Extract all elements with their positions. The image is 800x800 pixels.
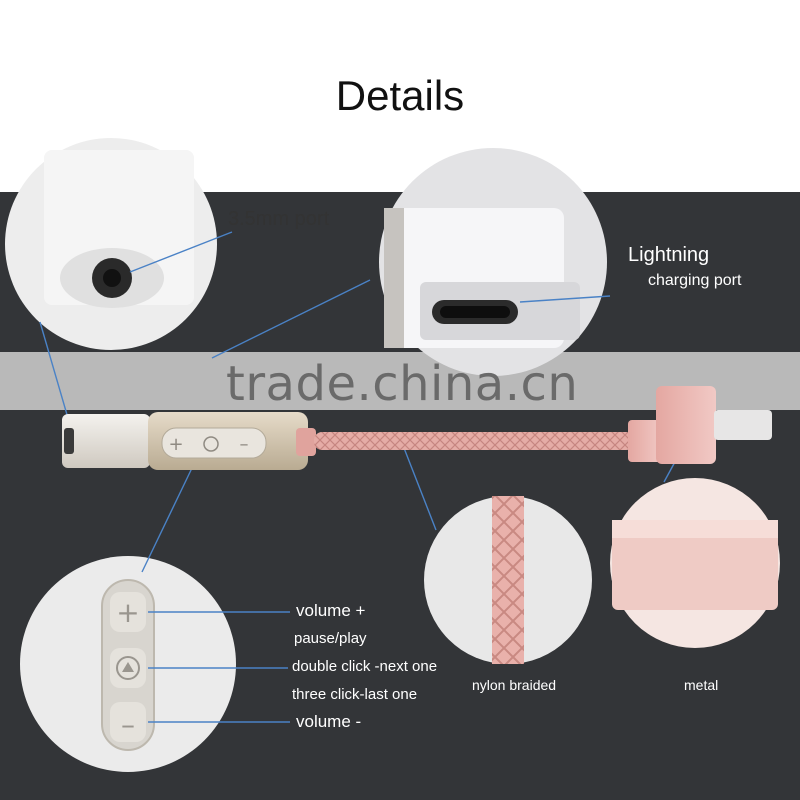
label-pause-play: pause/play xyxy=(294,630,367,647)
lightning-connector xyxy=(628,386,772,464)
page-title: Details xyxy=(335,72,465,119)
play-pause-icon xyxy=(116,656,140,680)
braided-cable xyxy=(314,432,634,450)
label-charging-port: charging port xyxy=(648,272,742,289)
leader-lines xyxy=(39,231,677,723)
buttons-detail-circle: + – xyxy=(20,556,236,772)
nylon-braid-detail-circle xyxy=(424,496,592,664)
label-double-click: double click -next one xyxy=(292,658,438,675)
label-lightning: Lightning xyxy=(628,244,710,266)
label-nylon-braided: nylon braided xyxy=(472,677,557,693)
label-volume-down: volume - xyxy=(296,712,362,731)
lightning-port-detail-circle xyxy=(379,148,607,376)
label-metal: metal xyxy=(684,677,719,693)
plus-icon: + xyxy=(116,596,139,629)
minus-icon: – xyxy=(121,708,135,741)
watermark-text: trade.china.cn xyxy=(226,356,579,412)
label-35mm-port: 3.5mm port xyxy=(228,208,330,230)
svg-text:–: – xyxy=(240,434,249,455)
adapter-product: + – xyxy=(62,412,316,470)
svg-text:+: + xyxy=(168,434,183,455)
metal-detail-circle xyxy=(610,478,780,648)
label-volume-up: volume + xyxy=(296,601,366,620)
label-three-click: three click-last one xyxy=(292,686,418,703)
port-35mm-detail-circle xyxy=(5,138,217,350)
